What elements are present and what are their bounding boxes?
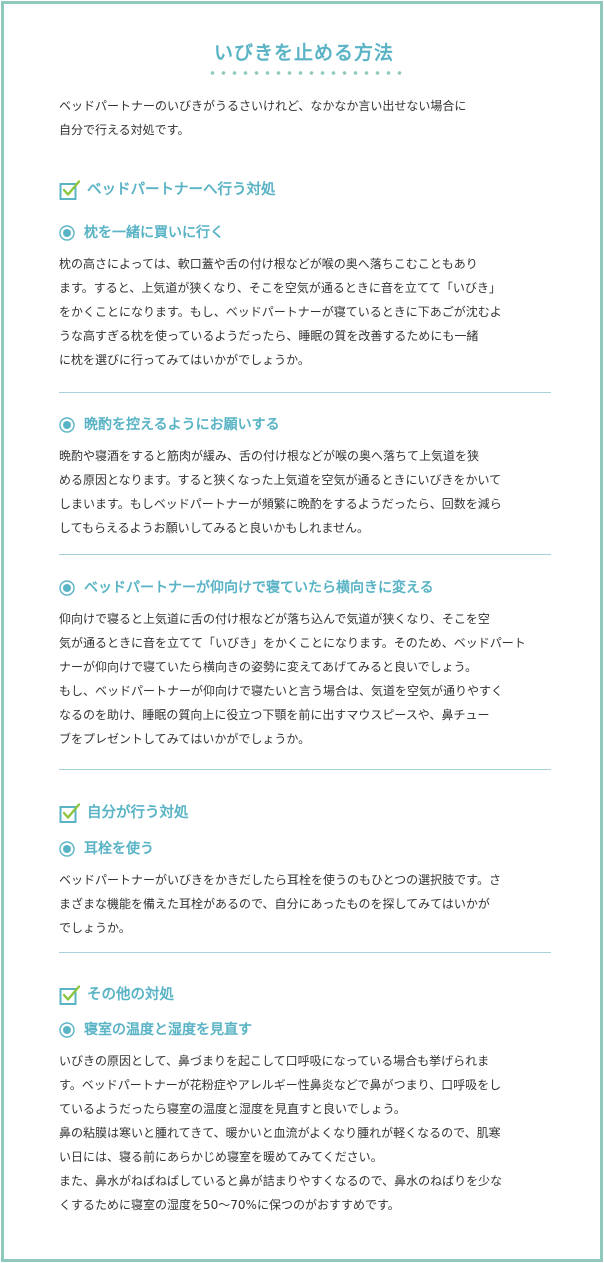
item-body: ベッドパートナーがいびきをかきだしたら耳栓を使うのもひとつの選択肢です。さ まざ… [59,873,501,935]
section-self: 自分が行う対処 [59,800,551,826]
item-pillow: 枕を一緒に買いに行く 枕の高さによっては、軟口蓋や舌の付け根などが喉の奥へ落ちこ… [59,221,551,372]
divider [59,769,551,770]
circle-bullet-icon [59,841,75,857]
intro-text: ベッドパートナーのいびきがうるさいけれど、なかなか言い出せない場合に 自分で行え… [59,99,467,137]
item-alcohol: 晩酌を控えるようにお願いする 晩酌や寝酒をすると筋肉が緩み、舌の付け根などが喉の… [59,413,551,540]
item-body: 仰向けで寝ると上気道に舌の付け根などが落ち込んで気道が狭くなり、そこを空 気が通… [59,612,526,746]
item-sleep-position: ベッドパートナーが仰向けで寝ていたら横向きに変える 仰向けで寝ると上気道に舌の付… [59,576,551,751]
item-heading: 枕を一緒に買いに行く [59,221,551,245]
item-bedroom-climate: 寝室の温度と湿度を見直す いびきの原因として、鼻づまりを起こして口呼吸になってい… [59,1018,551,1217]
item-heading: 寝室の温度と湿度を見直す [59,1018,551,1042]
checkbox-check-icon [59,180,81,200]
item-body: 枕の高さによっては、軟口蓋や舌の付け根などが喉の奥へ落ちこむこともあり ます。す… [59,257,502,367]
item-heading: 晩酌を控えるようにお願いする [59,413,551,437]
checkbox-check-icon [59,985,81,1005]
item-heading-label: 晩酌を控えるようにお願いする [84,417,280,433]
title-dotted-underline [207,71,407,75]
checkbox-check-icon [59,803,81,823]
section-heading: その他の対処 [59,982,551,1008]
item-earplugs: 耳栓を使う ベッドパートナーがいびきをかきだしたら耳栓を使うのもひとつの選択肢で… [59,837,551,940]
section-heading-label: その他の対処 [87,987,174,1003]
section-heading-label: 自分が行う対処 [87,805,189,821]
circle-bullet-icon [59,225,75,241]
item-heading-label: ベッドパートナーが仰向けで寝ていたら横向きに変える [84,580,434,596]
item-heading-label: 寝室の温度と湿度を見直す [84,1022,252,1038]
section-other: その他の対処 [59,982,551,1008]
item-heading: ベッドパートナーが仰向けで寝ていたら横向きに変える [59,576,551,600]
circle-bullet-icon [59,1022,75,1038]
divider [59,392,551,393]
page-title: いびきを止める方法 [213,42,394,64]
divider [59,952,551,953]
circle-bullet-icon [59,580,75,596]
section-heading: ベッドパートナーへ行う対処 [59,177,551,203]
item-heading-label: 枕を一緒に買いに行く [84,225,224,241]
section-heading: 自分が行う対処 [59,800,551,826]
divider [59,554,551,555]
circle-bullet-icon [59,417,75,433]
item-heading-label: 耳栓を使う [84,841,154,857]
item-body: いびきの原因として、鼻づまりを起こして口呼吸になっている場合も挙げられま す。ベ… [59,1054,503,1212]
item-body: 晩酌や寝酒をすると筋肉が緩み、舌の付け根などが喉の奥へ落ちて上気道を狭 める原因… [59,449,502,535]
item-heading: 耳栓を使う [59,837,551,861]
section-bed-partner: ベッドパートナーへ行う対処 [59,177,551,203]
section-heading-label: ベッドパートナーへ行う対処 [87,182,276,198]
